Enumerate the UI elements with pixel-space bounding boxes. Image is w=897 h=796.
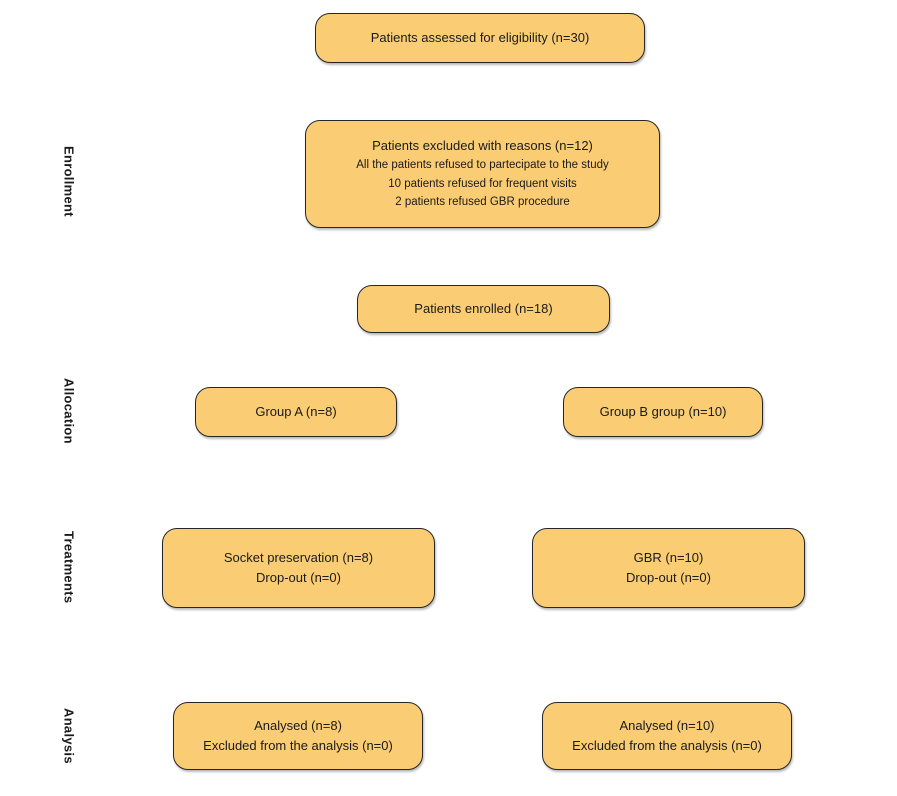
excluded-box-reason-2: 10 patients refused for frequent visits xyxy=(388,177,577,190)
excluded-box-reason-3: 2 patients refused GBR procedure xyxy=(395,196,570,209)
stage-label-allocation: Allocation xyxy=(61,378,77,444)
treatment-a-box-line-1: Socket preservation (n=8) xyxy=(223,549,374,565)
excluded-box-title: Patients excluded with reasons (n=12) xyxy=(372,137,593,153)
enrolled-box-text: Patients enrolled (n=18) xyxy=(414,300,553,316)
treatment-b-box-line-1: GBR (n=10) xyxy=(633,549,704,565)
analysis-a-box-line-2: Excluded from the analysis (n=0) xyxy=(203,738,393,753)
stage-label-treatments: Treatments xyxy=(61,530,77,604)
eligibility-box-text: Patients assessed for eligibility (n=30) xyxy=(370,29,590,45)
analysis-b-box: Analysed (n=10) Excluded from the analys… xyxy=(542,702,792,770)
eligibility-box: Patients assessed for eligibility (n=30) xyxy=(315,13,645,63)
excluded-box-reason-1: All the patients refused to partecipate … xyxy=(356,159,609,172)
group-b-box-text: Group B group (n=10) xyxy=(599,403,727,419)
analysis-a-box-line-1: Analysed (n=8) xyxy=(254,717,342,733)
stage-label-analysis: Analysis xyxy=(61,708,77,764)
enrolled-box: Patients enrolled (n=18) xyxy=(357,285,610,333)
excluded-box: Patients excluded with reasons (n=12) Al… xyxy=(305,120,660,228)
analysis-a-box: Analysed (n=8) Excluded from the analysi… xyxy=(173,702,423,770)
analysis-b-box-line-2: Excluded from the analysis (n=0) xyxy=(572,738,762,753)
treatment-b-box: GBR (n=10) Drop-out (n=0) xyxy=(532,528,805,608)
group-a-box-text: Group A (n=8) xyxy=(255,403,337,419)
stage-label-enrollment: Enrollment xyxy=(61,145,77,217)
group-b-box: Group B group (n=10) xyxy=(563,387,763,437)
treatment-a-box: Socket preservation (n=8) Drop-out (n=0) xyxy=(162,528,435,608)
analysis-b-box-line-1: Analysed (n=10) xyxy=(619,717,715,733)
treatment-a-box-line-2: Drop-out (n=0) xyxy=(256,570,341,585)
treatment-b-box-line-2: Drop-out (n=0) xyxy=(626,570,711,585)
group-a-box: Group A (n=8) xyxy=(195,387,397,437)
